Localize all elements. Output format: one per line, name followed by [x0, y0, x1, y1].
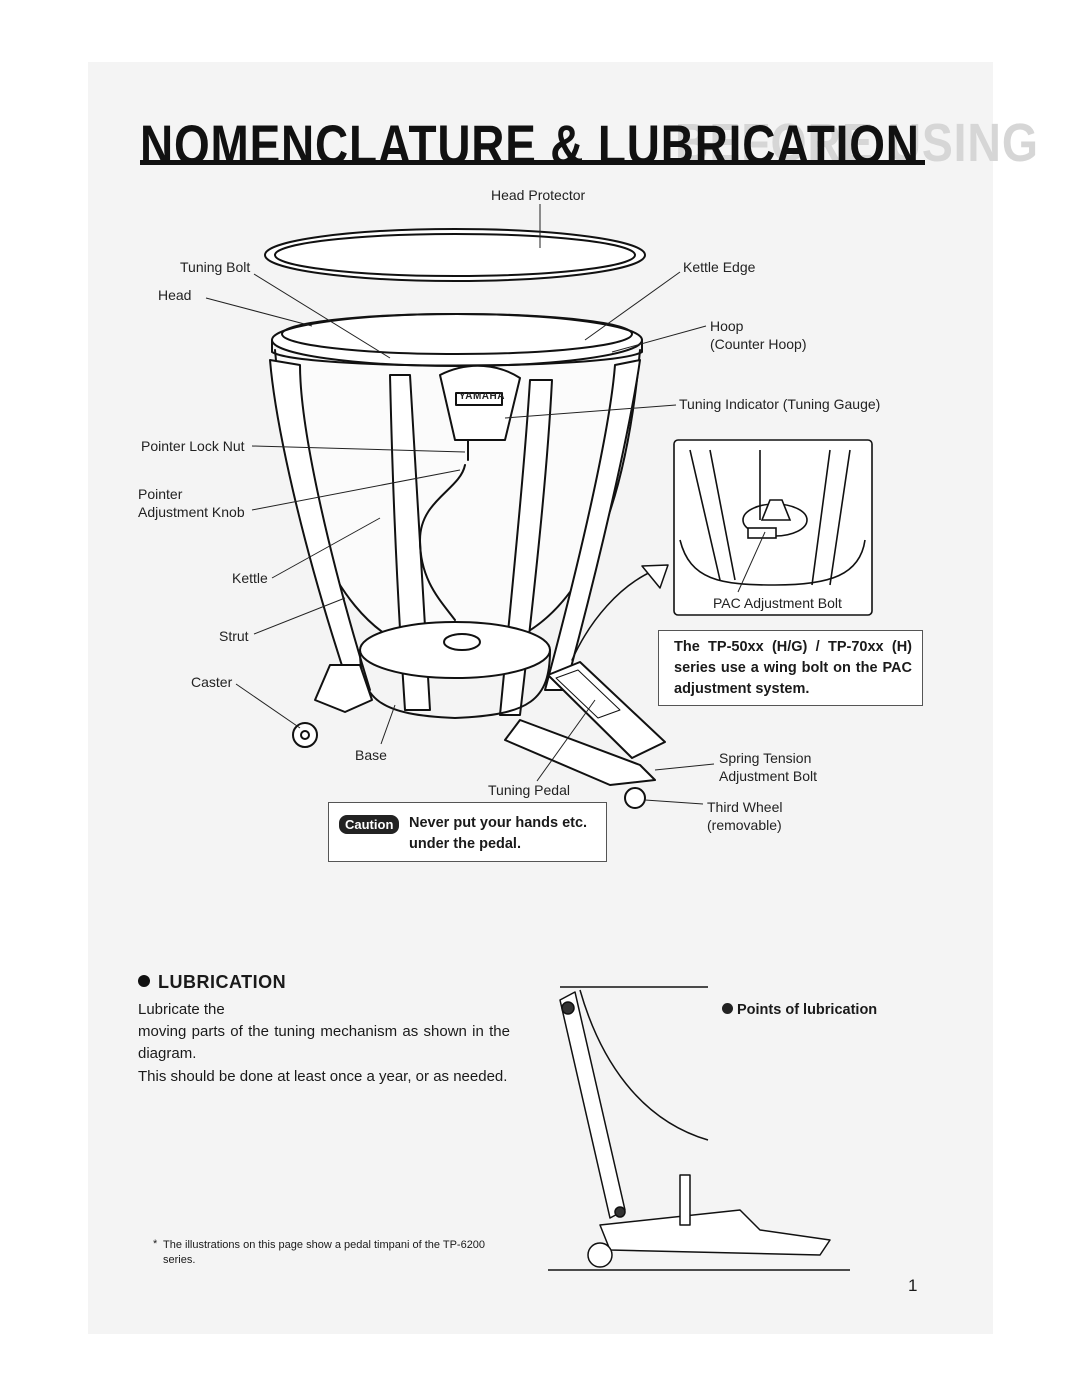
caution-line-1: Never put your hands etc. [409, 815, 588, 831]
label-head: Head [158, 287, 192, 303]
footnote-text: The illustrations on this page show a pe… [163, 1239, 486, 1266]
label-pointer-lock-nut: Pointer Lock Nut [141, 438, 245, 454]
label-head-protector: Head Protector [491, 187, 586, 203]
pac-note-text: The TP-50xx (H/G) / TP-70xx (H) series u… [674, 639, 912, 697]
caution-badge: Caution [339, 815, 400, 834]
label-kettle: Kettle [232, 570, 268, 586]
caution-box: Caution Never put your hands etc. under … [328, 802, 607, 862]
points-of-lubrication-text: Points of lubrication [737, 1002, 878, 1018]
label-hoop: Hoop [710, 318, 744, 334]
page-number: 1 [908, 1276, 918, 1295]
label-counter-hoop: (Counter Hoop) [710, 336, 807, 352]
label-base: Base [355, 747, 387, 763]
label-pointer: Pointer [138, 486, 183, 502]
label-spring-tension: Spring Tension [719, 750, 812, 766]
points-of-lubrication: Points of lubrication [722, 1002, 877, 1018]
label-caster: Caster [191, 674, 233, 690]
brand-logo: YAMAHA [459, 391, 505, 402]
label-third-wheel: Third Wheel [707, 799, 783, 815]
lubrication-p2: moving parts of the tuning mechanism as … [138, 1023, 510, 1062]
label-kettle-edge: Kettle Edge [683, 259, 756, 275]
lubrication-point-icon [722, 1003, 733, 1014]
label-third-wheel-removable: (removable) [707, 817, 782, 833]
label-pointer-adjustment-knob: Adjustment Knob [138, 504, 245, 520]
label-strut: Strut [219, 628, 249, 644]
title-rule [140, 160, 925, 165]
caution-text: Never put your hands etc. under the peda… [409, 813, 587, 855]
label-pac-adjustment-bolt: PAC Adjustment Bolt [713, 595, 842, 611]
lubrication-p1: Lubricate the [138, 1001, 225, 1018]
bullet-icon [138, 975, 150, 987]
lubrication-p3: This should be done at least once a year… [138, 1068, 508, 1085]
label-tuning-indicator: Tuning Indicator (Tuning Gauge) [679, 396, 881, 412]
page-title: NOMENCLATURE & LUBRICATION [140, 113, 920, 176]
lubrication-heading-text: LUBRICATION [158, 972, 287, 992]
label-tuning-bolt: Tuning Bolt [180, 259, 251, 275]
label-spring-tension-bolt: Adjustment Bolt [719, 768, 818, 784]
label-tuning-pedal: Tuning Pedal [488, 782, 570, 798]
lubrication-heading: LUBRICATION [138, 972, 286, 993]
pac-note-box: The TP-50xx (H/G) / TP-70xx (H) series u… [658, 630, 923, 706]
footnote-star: * [153, 1238, 158, 1250]
caution-line-2: under the pedal. [409, 836, 521, 852]
